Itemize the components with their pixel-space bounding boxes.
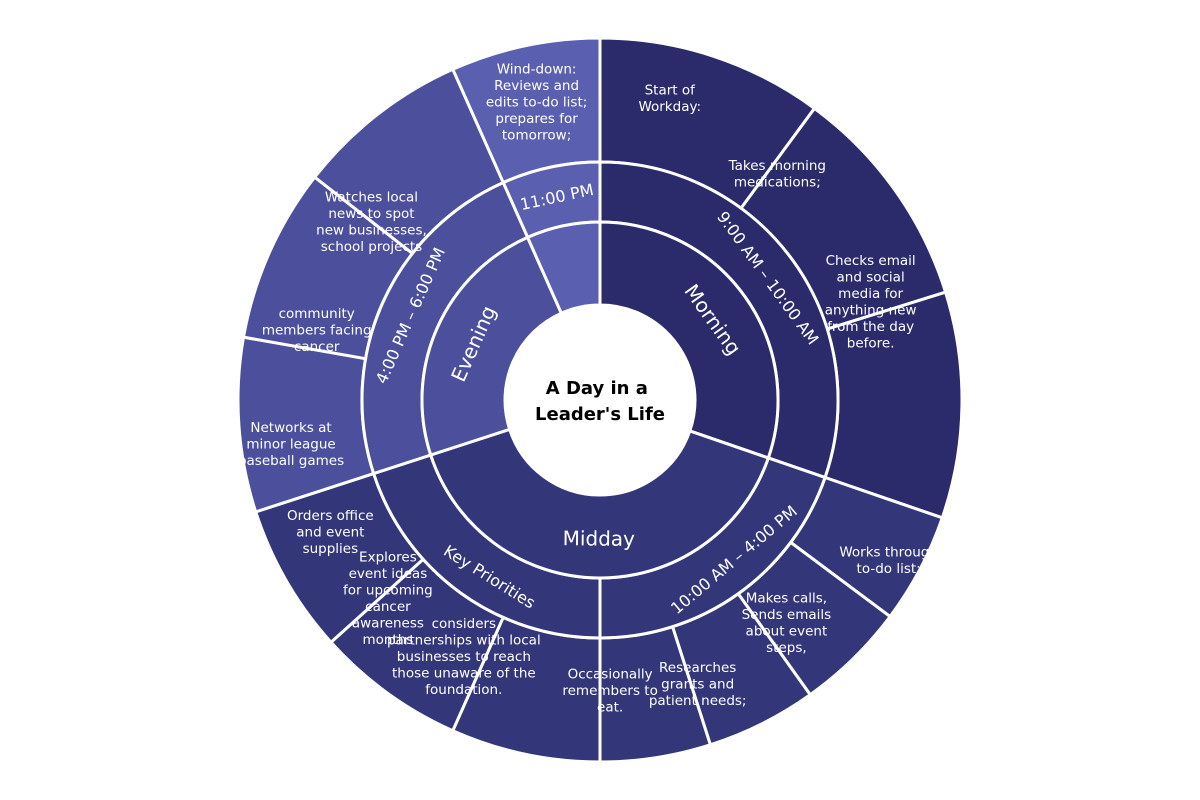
activity-label-line: Reviews and [494, 78, 579, 94]
activity-label-line: and social [837, 270, 905, 286]
activity-label-line: event ideas [349, 566, 428, 582]
activity-label-line: anything new [825, 303, 917, 319]
activity-label-line: patient needs; [649, 693, 747, 709]
activity-label-line: and event [296, 525, 364, 541]
activity-label-line: Works through [839, 545, 938, 561]
activity-label-line: Takes morning [728, 158, 826, 174]
activity-label-line: cancer [294, 339, 340, 355]
activity-label-line: edits to-do list; [486, 95, 587, 111]
activity-label-line: Workday: [638, 99, 701, 115]
activity-label-line: awareness [352, 616, 424, 632]
activity-label-line: about event [746, 623, 828, 639]
activity-label-line: Makes calls, [746, 590, 827, 606]
activity-label-line: grants and [661, 677, 734, 693]
activity-label-line: Checks email [826, 253, 916, 269]
activity-label-line: Sends emails [742, 607, 832, 623]
center-hub [505, 305, 695, 495]
inner-ring [420, 220, 780, 580]
activity-label-line: Explores [359, 550, 417, 566]
activity-label-line: minor league [246, 436, 335, 452]
activity-label-line: baseball games [238, 453, 344, 469]
activity-label-line: before. [847, 336, 895, 352]
activity-label-line: media for [838, 286, 903, 302]
activity-label-line: partnerships with local [387, 633, 541, 649]
activity-label-line: businesses to reach [397, 649, 531, 665]
center-title-line-1: A Day in a [546, 378, 648, 399]
activity-label-line: those unaware of the [392, 666, 536, 682]
activity-label-line: remembers to [562, 683, 657, 699]
activity-label-line: steps, [766, 640, 807, 656]
period-segment-night [525, 220, 602, 316]
activity-label-line: considers [432, 616, 496, 632]
activity-label-line: medications; [734, 174, 821, 190]
activity-label-line: foundation. [425, 682, 502, 698]
center-title: A Day in a Leader's Life [535, 378, 665, 425]
activity-label-line: months [362, 632, 413, 648]
activity-label-line: Occasionally [568, 666, 653, 682]
activity-label-line: community [279, 306, 355, 322]
activity-label-line: Orders office [287, 508, 374, 524]
activity-label-line: supplies [303, 541, 359, 557]
period-label: Midday [563, 526, 636, 551]
outer-ring [236, 36, 964, 764]
activity-label-line: tomorrow; [502, 128, 571, 144]
activity-label-line: news to spot [328, 206, 414, 222]
activity-label-line: members facing [262, 322, 372, 338]
activity-label-line: Watches local [325, 190, 418, 206]
activity-label-line: Start of [645, 83, 697, 99]
activity-label-line: cancer [365, 599, 411, 615]
activity-label-line: eat. [597, 699, 623, 715]
activity-label-line: Wind-down: [497, 62, 577, 78]
activity-label-line: Researches [659, 660, 736, 676]
activity-label-line: new businesses, [316, 223, 427, 239]
center-title-line-2: Leader's Life [535, 404, 665, 425]
activity-label-line: Networks at [250, 420, 331, 436]
activity-label-line: for upcoming [343, 583, 433, 599]
activity-label-line: from the day [827, 319, 914, 335]
activity-label-line: to-do list; [857, 561, 921, 577]
activity-label-line: school projects [321, 239, 422, 255]
activity-label-line: prepares for [495, 111, 578, 127]
